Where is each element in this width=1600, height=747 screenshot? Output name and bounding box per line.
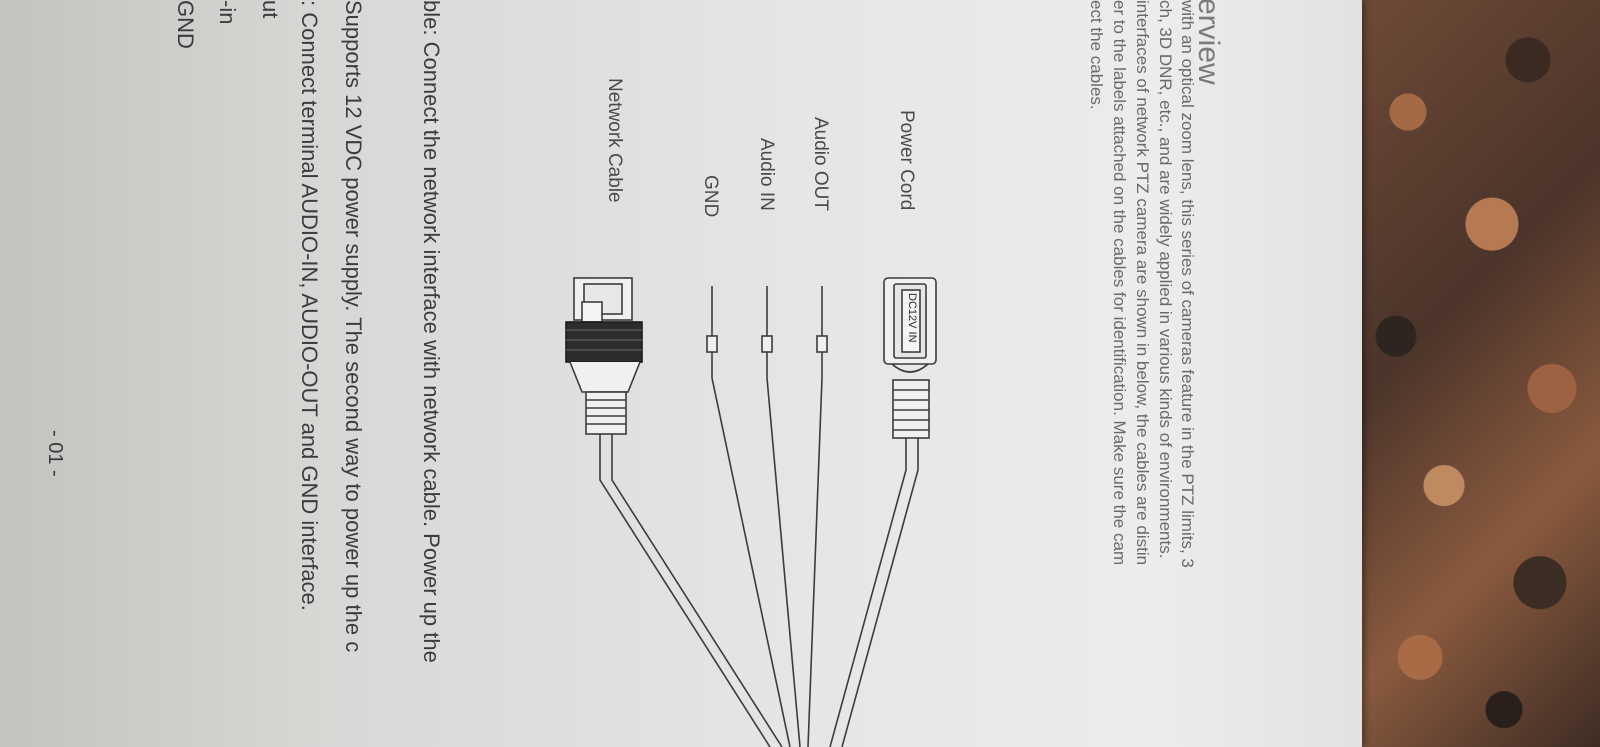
manual-page: erview with an optical zoom lens, this s… <box>0 0 1362 747</box>
granite-countertop <box>1360 0 1600 747</box>
body-line-2: Supports 12 VDC power supply. The second… <box>341 0 366 653</box>
body-line-3: : Connect terminal AUDIO-IN, AUDIO-OUT a… <box>297 0 322 611</box>
gnd-wire <box>706 286 791 747</box>
dc12v-connector-text: DC12V IN <box>906 293 918 343</box>
body-line-4: ut <box>258 0 283 19</box>
power-cord-connector <box>829 277 937 747</box>
audio-in-wire <box>761 286 801 747</box>
cable-diagram <box>565 277 937 747</box>
audio-out-wire <box>807 286 828 747</box>
body-line-6: GND <box>173 0 198 49</box>
network-connector <box>565 277 783 747</box>
page-number: - 01 - <box>44 430 66 477</box>
body-line-1: ble: Connect the network interface with … <box>419 0 444 663</box>
body-line-5: -in <box>215 0 240 25</box>
